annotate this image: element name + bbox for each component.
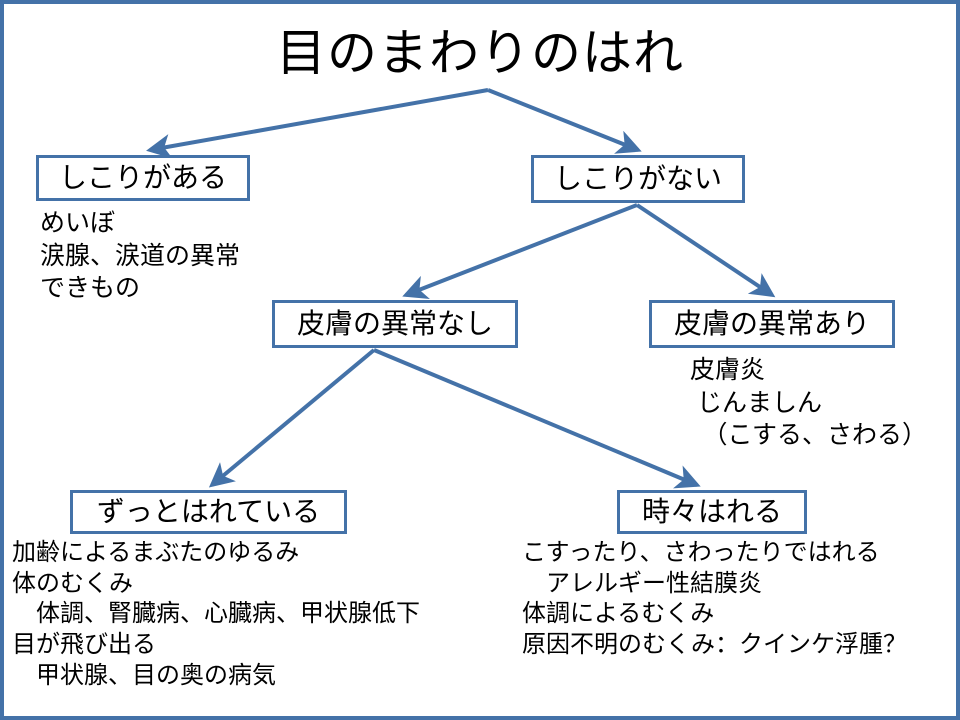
edge-lump-no-to-skin-normal: [402, 203, 638, 300]
node-lump-no-label: しこりがない: [553, 163, 722, 194]
node-lump-yes-label: しこりがある: [58, 162, 227, 193]
node-sometimes-swollen-label: 時々はれる: [641, 496, 782, 527]
note-sometimes-swollen: こすったり、さわったりではれる アレルギー性結膜炎 体調によるむくみ 原因不明の…: [522, 539, 907, 659]
note-always-swollen: 加齢によるまぶたのゆるみ 体のむくみ 体調、腎臓病、心臓病、甲状腺低下 目が飛び…: [12, 539, 420, 689]
note-lump-yes: めいぼ 涙腺、涙道の異常 できもの: [40, 209, 241, 302]
note-skin-abnormal: 皮膚炎 じんましん （こする、さわる）: [690, 356, 928, 449]
node-skin-normal-label: 皮膚の異常なし: [296, 308, 493, 339]
node-lump-no[interactable]: しこりがない: [531, 155, 745, 203]
page-title: 目のまわりのはれ: [276, 25, 684, 81]
edge-skin-normal-to-always: [208, 348, 376, 488]
edge-lump-no-to-skin-abnormal: [635, 203, 776, 298]
node-sometimes-swollen[interactable]: 時々はれる: [617, 490, 807, 534]
node-skin-normal[interactable]: 皮膚の異常なし: [272, 300, 518, 348]
node-skin-abnormal[interactable]: 皮膚の異常あり: [649, 300, 895, 348]
edge-root-to-lump-yes: [146, 88, 489, 159]
node-skin-abnormal-label: 皮膚の異常あり: [673, 308, 870, 339]
edge-root-to-lump-no: [487, 88, 642, 154]
node-always-swollen[interactable]: ずっとはれている: [70, 490, 347, 534]
node-always-swollen-label: ずっとはれている: [96, 496, 321, 527]
edge-skin-normal-to-sometimes: [373, 348, 701, 489]
node-lump-yes[interactable]: しこりがある: [36, 155, 250, 201]
